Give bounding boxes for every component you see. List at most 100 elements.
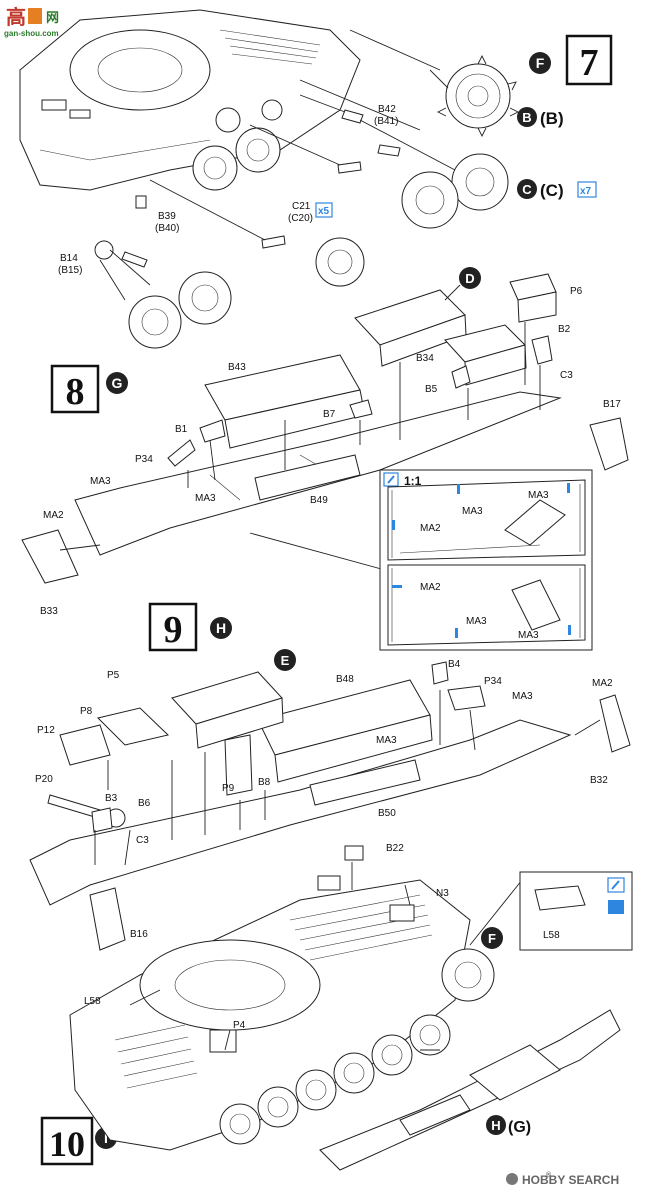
roadwheel-pair-right xyxy=(401,153,509,229)
callout-b-letter: B xyxy=(522,110,531,125)
label-b15: (B15) xyxy=(58,265,82,276)
label-b17: B17 xyxy=(603,399,621,410)
label-b14: B14 xyxy=(60,253,78,264)
step-7: F 7 xyxy=(19,9,613,349)
callout-d-letter: D xyxy=(465,271,474,286)
callout-c-paren: (C) xyxy=(540,181,564,200)
label-b49: B49 xyxy=(310,495,328,506)
label-p9: P9 xyxy=(222,783,235,794)
label-l58: L58 xyxy=(84,996,101,1007)
callout-f-letter: F xyxy=(488,931,496,946)
label-b43: B43 xyxy=(228,362,246,373)
svg-text:网: 网 xyxy=(46,10,59,25)
mudguard-b17 xyxy=(589,417,629,471)
label-ma3-step9-b: MA3 xyxy=(376,735,397,746)
watermark-logo-icon xyxy=(28,8,42,24)
sprocket-wheel xyxy=(429,54,520,138)
label-b42: B42 xyxy=(378,104,396,115)
fender-b49 xyxy=(254,454,361,501)
callout-b-paren: (B) xyxy=(540,109,564,128)
label-c3-step8: C3 xyxy=(560,370,573,381)
step-10: 10 I xyxy=(40,843,633,1171)
qty-x7-badge xyxy=(577,181,597,198)
label-ma3-step8-a: MA3 xyxy=(90,476,111,487)
end-piece-b33 xyxy=(21,529,79,584)
label-p20: P20 xyxy=(35,774,53,785)
label-p5: P5 xyxy=(107,670,120,681)
label-p6: P6 xyxy=(570,286,583,297)
step-9-number-box xyxy=(148,602,198,652)
hobbysearch-text: HOBBY SEARCH xyxy=(522,1173,619,1187)
callout-b-badge xyxy=(517,107,537,127)
label-b33: B33 xyxy=(40,606,58,617)
stowage-box-p5 xyxy=(97,707,170,746)
label-p34-step9: P34 xyxy=(484,676,502,687)
label-c3-step9: C3 xyxy=(136,835,149,846)
step-9-letter: H xyxy=(216,620,226,636)
label-p4: P4 xyxy=(233,1020,246,1031)
fender-b50 xyxy=(309,759,421,806)
label-ma2-step9: MA2 xyxy=(592,678,613,689)
label-ma3-step8-b: MA3 xyxy=(195,493,216,504)
callout-f-badge xyxy=(481,927,503,949)
callout-d-badge xyxy=(459,267,481,289)
label-b5: B5 xyxy=(425,384,438,395)
end-piece-b32 xyxy=(599,694,631,753)
label-b40: (B40) xyxy=(155,223,179,234)
label-n3: N3 xyxy=(436,888,449,899)
step-7-number-box xyxy=(565,34,613,86)
watermark-cn-char: 高 xyxy=(6,5,26,29)
roadwheel-pair-center xyxy=(315,237,365,287)
step-10-number-box xyxy=(40,1116,94,1166)
label-b39: B39 xyxy=(158,211,176,222)
label-l58-inset: L58 xyxy=(543,930,560,941)
label-b4: B4 xyxy=(448,659,461,670)
step-9-number: 9 xyxy=(164,609,183,651)
watermark-domain: gan-shou.com xyxy=(4,29,59,38)
callout-c-letter: C xyxy=(522,182,532,197)
cement-icon-inset-l58 xyxy=(608,900,624,914)
step-7-number: 7 xyxy=(580,42,599,84)
tank-roadwheels-step10 xyxy=(219,1014,451,1145)
label-b2: B2 xyxy=(558,324,571,335)
label-b50: B50 xyxy=(378,808,396,819)
detail-label-ma3-c: MA3 xyxy=(466,616,487,627)
label-p34-step8: P34 xyxy=(135,454,153,465)
fender-assembly-h xyxy=(319,1009,621,1171)
hull-drawing-step7 xyxy=(19,9,361,191)
detail-label-ma3-b: MA3 xyxy=(528,490,549,501)
detail-label-ma3-d: MA3 xyxy=(518,630,539,641)
label-b32: B32 xyxy=(590,775,608,786)
step-8: 8 G P6 B2 C3 B17 B34 B5 B43 xyxy=(21,267,629,617)
hobbysearch-reg-mark: ® xyxy=(546,1171,552,1179)
label-ma2-step8: MA2 xyxy=(43,510,64,521)
site-watermark-top: 高 网 gan-shou.com xyxy=(4,5,59,38)
qty-x5-badge xyxy=(315,202,333,218)
tank-sprocket-step10 xyxy=(441,948,495,1002)
detail-label-ma2-b: MA2 xyxy=(420,582,441,593)
hull-roadwheels-step7 xyxy=(192,99,283,191)
roadwheel-pair-left xyxy=(128,271,232,349)
detail-label-ma3-a: MA3 xyxy=(462,506,483,517)
qty-x7-text: x7 xyxy=(580,186,592,197)
label-c21: C21 xyxy=(292,201,311,212)
detail-label-ma2-a: MA2 xyxy=(420,523,441,534)
callout-e-badge xyxy=(274,649,296,671)
callout-e-letter: E xyxy=(281,653,290,668)
label-b6: B6 xyxy=(138,798,151,809)
label-b34: B34 xyxy=(416,353,434,364)
hobbysearch-logo-icon xyxy=(506,1173,518,1185)
detail-inset-1to1: 1:1 MA3 MA3 MA2 MA2 MA3 MA3 xyxy=(249,469,593,651)
step-8-letter-badge xyxy=(106,372,128,394)
panel-p12 xyxy=(59,724,111,766)
label-b3: B3 xyxy=(105,793,118,804)
label-b7: B7 xyxy=(323,409,336,420)
step-10-number: 10 xyxy=(49,1124,85,1164)
step-8-letter: G xyxy=(112,375,123,391)
callout-h-letter: H xyxy=(491,1118,500,1133)
step-9: 9 H B4 P34 MA3 MA2 B32 B48 MA3 P5 P8 P12… xyxy=(29,602,631,951)
label-p12: P12 xyxy=(37,725,55,736)
scale-label: 1:1 xyxy=(404,474,422,488)
callout-h-paren: (G) xyxy=(508,1119,531,1136)
